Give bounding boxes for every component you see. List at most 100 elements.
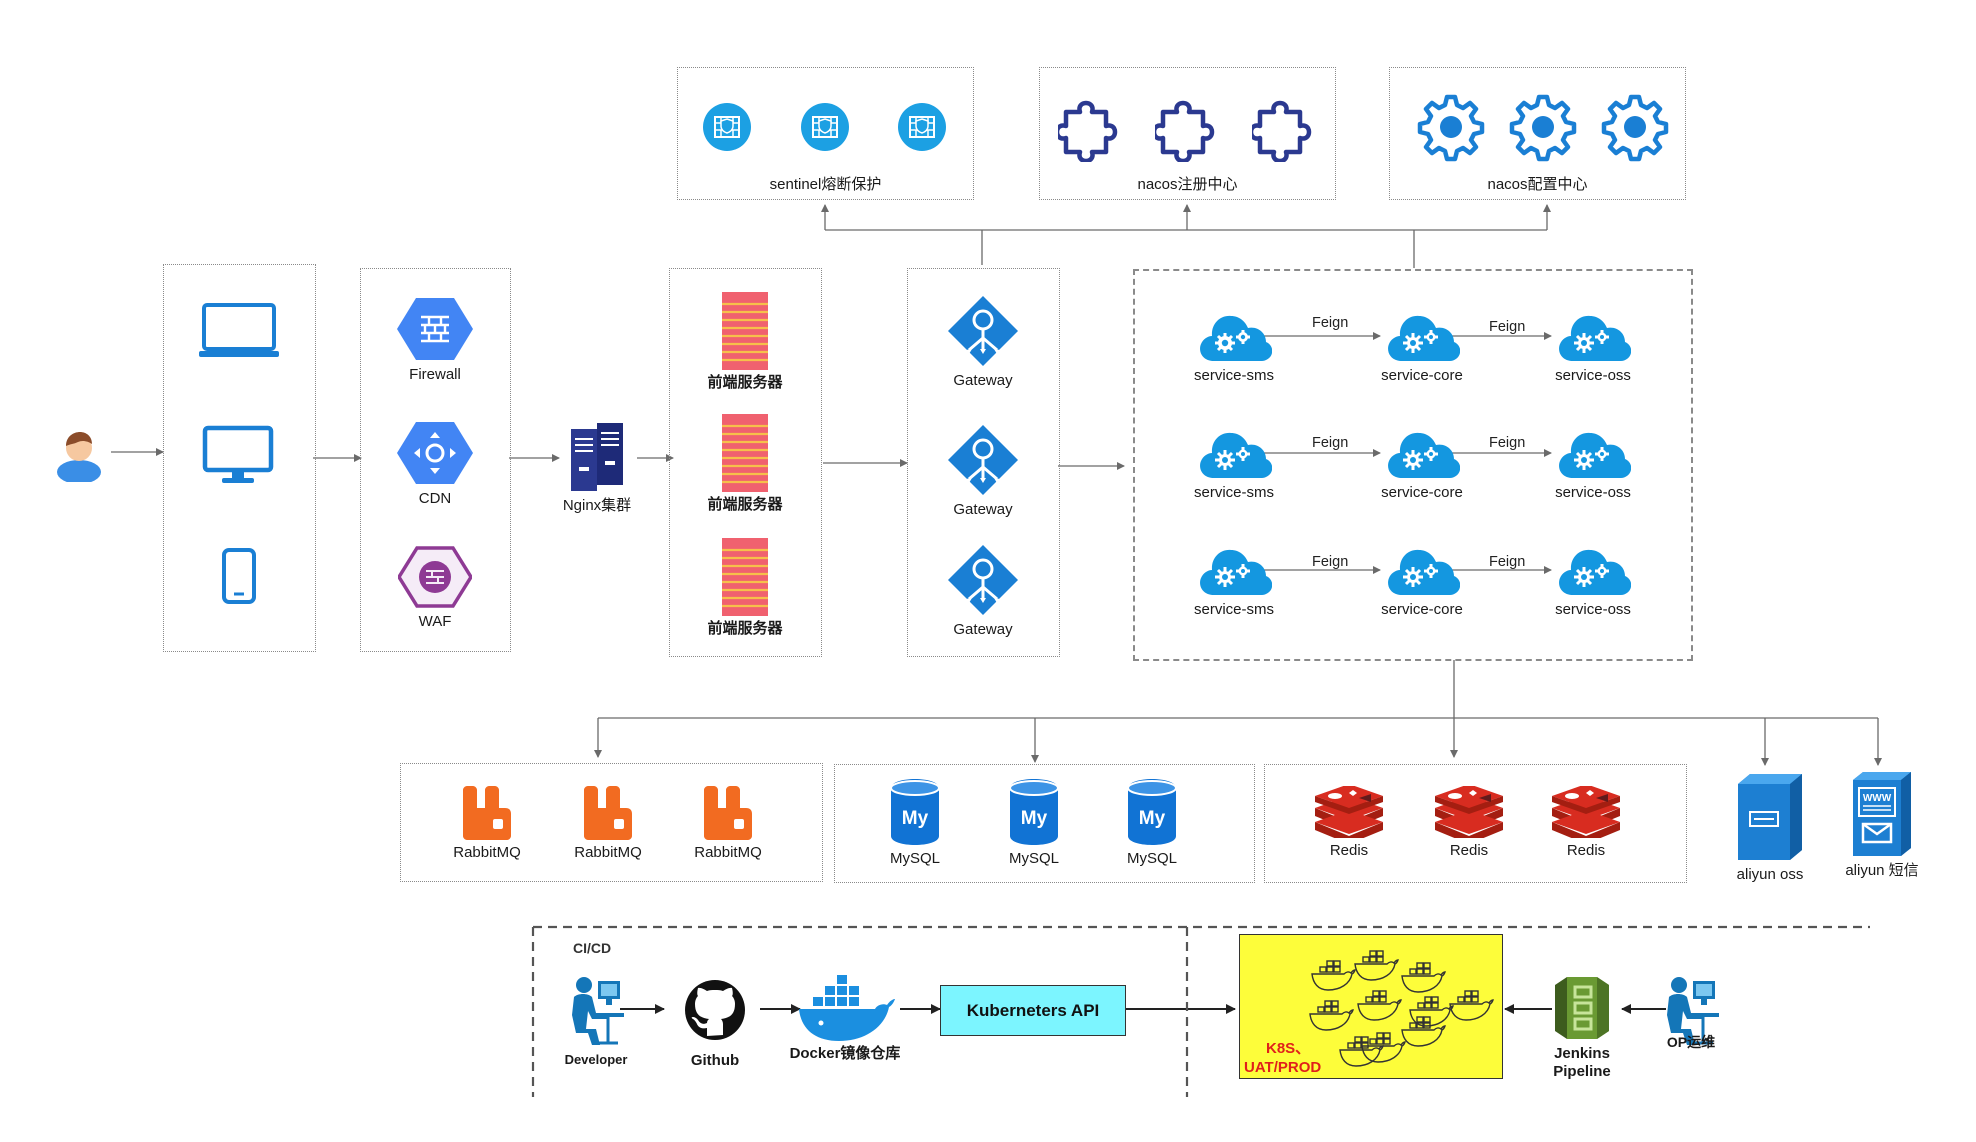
rabbitmq-icon <box>463 786 511 840</box>
developer-node: Developer <box>556 975 636 1069</box>
jenkins-label-line1: Jenkins <box>1554 1045 1610 1062</box>
gateway-label: Gateway <box>953 372 1013 389</box>
mysql-database-icon: My <box>890 779 940 845</box>
gear-icon <box>1507 91 1579 163</box>
service-sms-node: service-sms <box>1181 305 1287 385</box>
docker-registry-node: Docker镜像仓库 <box>785 973 905 1063</box>
op-node: OP运维 <box>1651 975 1731 1051</box>
feign-label: Feign <box>1489 554 1526 570</box>
server-rack-icon <box>722 292 768 370</box>
mysql-node: My MySQL <box>880 778 950 868</box>
frontend-server-group <box>669 268 822 657</box>
redis-label: Redis <box>1566 842 1606 859</box>
service-label: service-oss <box>1555 601 1631 618</box>
server-rack-icon <box>722 538 768 616</box>
cdn-label: CDN <box>418 490 452 507</box>
service-label: service-sms <box>1193 367 1274 384</box>
redis-icon <box>1315 786 1383 838</box>
svg-text:WWW: WWW <box>1863 793 1892 804</box>
puzzle-icon <box>1058 92 1128 162</box>
cloud-gears-icon <box>1559 549 1631 595</box>
mysql-database-icon: My <box>1127 779 1177 845</box>
aliyun-sms-label: aliyun 短信 <box>1845 862 1919 879</box>
puzzle-icon <box>1252 92 1322 162</box>
cdn-node: CDN <box>385 420 485 508</box>
service-oss-node: service-oss <box>1540 305 1646 385</box>
cloud-gears-icon <box>1388 432 1460 478</box>
svg-text:My: My <box>1021 808 1048 829</box>
nginx-node: Nginx集群 <box>552 421 642 515</box>
k8s-api-label: Kuberneters API <box>966 1000 1100 1020</box>
svg-text:My: My <box>902 808 929 829</box>
firewall-node: Firewall <box>385 296 485 384</box>
frontend-server-node: 前端服务器 <box>685 292 805 392</box>
gateway-group <box>907 268 1060 657</box>
desktop-monitor-icon <box>202 425 274 485</box>
service-label: service-oss <box>1555 367 1631 384</box>
sentinel-group <box>677 67 974 200</box>
rabbitmq-label: RabbitMQ <box>574 844 642 861</box>
cloud-gears-icon <box>1200 432 1272 478</box>
cloud-gears-icon <box>1388 549 1460 595</box>
waf-icon <box>398 546 472 608</box>
user-avatar-icon <box>54 428 104 482</box>
nacos-registry-label: nacos注册中心 <box>1137 176 1238 193</box>
redis-node: Redis <box>1429 786 1509 860</box>
frontend-server-node: 前端服务器 <box>685 538 805 638</box>
gateway-icon <box>948 296 1018 366</box>
mysql-label: MySQL <box>1126 850 1177 867</box>
waf-node: WAF <box>387 545 483 631</box>
service-label: service-sms <box>1193 601 1274 618</box>
sentinel-label: sentinel熔断保护 <box>769 176 882 193</box>
frontend-server-label: 前端服务器 <box>707 620 783 637</box>
cloud-gears-icon <box>1200 549 1272 595</box>
docker-registry-label: Docker镜像仓库 <box>789 1045 901 1062</box>
jenkins-pipeline-icon <box>1555 977 1609 1039</box>
service-oss-node: service-oss <box>1540 422 1646 502</box>
gateway-node: Gateway <box>933 423 1033 519</box>
rabbitmq-node: RabbitMQ <box>688 786 768 862</box>
frontend-server-label: 前端服务器 <box>707 496 783 513</box>
feign-label: Feign <box>1312 315 1349 331</box>
sentinel-shield-icon <box>897 102 947 152</box>
jenkins-label-line2: Pipeline <box>1553 1063 1611 1080</box>
service-label: service-sms <box>1193 484 1274 501</box>
k8s-env-label-line1: K8S、 <box>1266 1040 1311 1057</box>
server-cluster-icon <box>571 423 623 491</box>
service-label: service-core <box>1381 601 1463 618</box>
mysql-node: My MySQL <box>1117 778 1187 868</box>
gateway-label: Gateway <box>953 621 1013 638</box>
redis-group <box>1264 764 1687 883</box>
nacos-config-label: nacos配置中心 <box>1487 176 1588 193</box>
server-rack-icon <box>722 414 768 492</box>
redis-icon <box>1435 786 1503 838</box>
feign-label: Feign <box>1489 319 1526 335</box>
feign-label: Feign <box>1312 435 1349 451</box>
feign-label: Feign <box>1312 554 1349 570</box>
mysql-label: MySQL <box>1008 850 1059 867</box>
laptop-icon <box>199 303 279 359</box>
service-label: service-core <box>1381 484 1463 501</box>
cloud-gears-icon <box>1388 315 1460 361</box>
docker-icon <box>799 975 895 1041</box>
github-node: Github <box>675 978 755 1070</box>
gateway-node: Gateway <box>933 543 1033 639</box>
redis-label: Redis <box>1449 842 1489 859</box>
rabbitmq-icon <box>584 786 632 840</box>
mobile-phone-icon <box>221 547 257 605</box>
rabbitmq-label: RabbitMQ <box>453 844 521 861</box>
edge-security-group <box>360 268 511 652</box>
cloud-gears-icon <box>1200 315 1272 361</box>
firewall-label: Firewall <box>409 366 461 383</box>
firewall-icon <box>397 298 473 360</box>
sentinel-shield-icon <box>702 102 752 152</box>
mysql-node: My MySQL <box>999 778 1069 868</box>
puzzle-icon <box>1155 92 1225 162</box>
aliyun-oss-node: aliyun oss <box>1725 772 1815 884</box>
github-label: Github <box>690 1052 740 1069</box>
service-label: service-core <box>1381 367 1463 384</box>
microservices-group <box>1133 269 1693 661</box>
jenkins-pipeline-node: Jenkins Pipeline <box>1542 975 1622 1081</box>
